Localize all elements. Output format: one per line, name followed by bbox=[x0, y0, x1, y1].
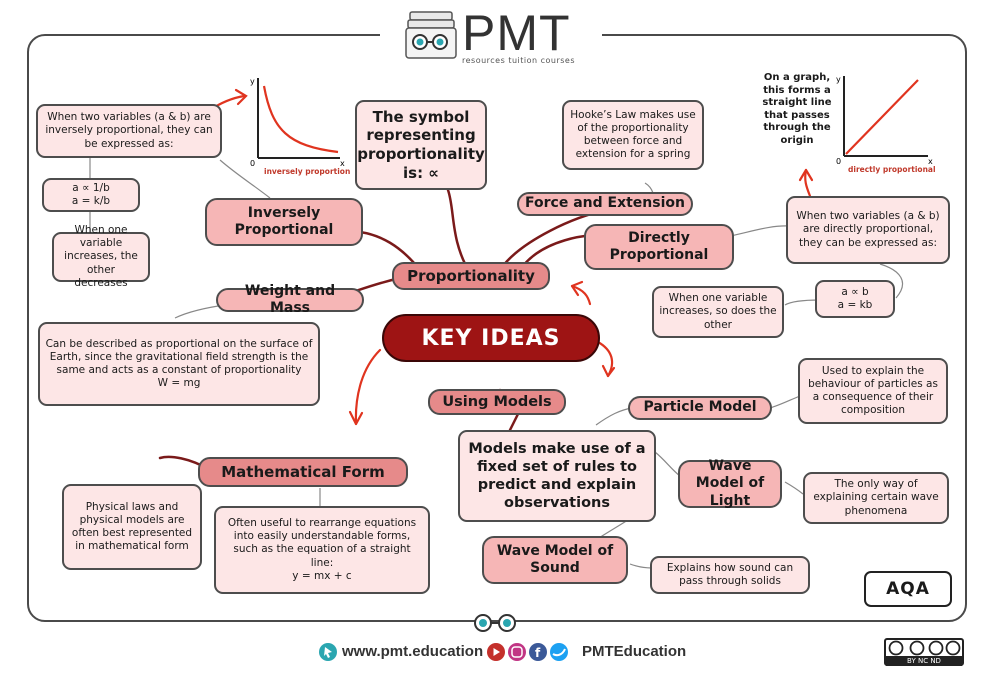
weight-equation: W = mg bbox=[157, 377, 201, 390]
cursor-icon bbox=[319, 643, 337, 661]
facebook-icon bbox=[529, 643, 547, 661]
wave-light-tag: Wave Model of Light bbox=[678, 458, 782, 509]
inverse-eq2: a = k/b bbox=[71, 195, 111, 207]
website-link[interactable]: www.pmt.education bbox=[342, 643, 484, 660]
math-laws-node: Physical laws and physical models are of… bbox=[62, 484, 202, 570]
math-rearrange-node: Often useful to rearrange equations into… bbox=[214, 506, 430, 594]
math-rearrange-text: Often useful to rearrange equations into… bbox=[227, 517, 417, 569]
inverse-tag: Inversely Proportional bbox=[205, 198, 363, 246]
math-equation: y = mx + c bbox=[292, 569, 352, 582]
inverse-effect-node: When one variable increases, the other d… bbox=[52, 224, 150, 289]
inverse-curve bbox=[262, 85, 339, 154]
inverse-equation-node: a ∝ 1/b a = k/b bbox=[42, 178, 140, 212]
social-handle[interactable]: PMTEducation bbox=[582, 643, 687, 660]
social-icons: f bbox=[487, 643, 568, 661]
svg-text:f: f bbox=[535, 646, 541, 660]
mathematical-form-branch: Mathematical Form bbox=[198, 457, 408, 487]
inverse-x-label: x bbox=[340, 159, 345, 168]
weight-desc-node: Can be described as proportional on the … bbox=[38, 322, 320, 406]
direct-effect-node: When one variable increases, so does the… bbox=[652, 286, 784, 338]
force-extension-tag: Force and Extension bbox=[517, 192, 693, 216]
inverse-y-label: y bbox=[250, 77, 255, 86]
direct-eq1: a ∝ b bbox=[841, 285, 869, 298]
cc-license-text: BY NC ND bbox=[886, 656, 962, 666]
instagram-icon bbox=[508, 643, 526, 661]
proportionality-branch: Proportionality bbox=[392, 262, 550, 290]
wave-light-desc-node: The only way of explaining certain wave … bbox=[803, 472, 949, 524]
models-desc-node: Models make use of a fixed set of rules … bbox=[458, 430, 656, 522]
particle-model-tag: Particle Model bbox=[628, 396, 772, 420]
direct-desc-node: When two variables (a & b) are directly … bbox=[786, 196, 950, 264]
direct-origin: 0 bbox=[836, 157, 841, 166]
twitter-icon bbox=[550, 643, 568, 661]
direct-tag: Directly Proportional bbox=[584, 224, 734, 270]
wave-sound-tag: Wave Model of Sound bbox=[482, 536, 628, 584]
aqa-badge: AQA bbox=[864, 571, 952, 607]
inverse-eq1: a ∝ 1/b bbox=[72, 181, 110, 194]
key-ideas-center: KEY IDEAS bbox=[382, 314, 600, 362]
direct-caption: directly proportional bbox=[848, 165, 936, 174]
pmt-logo bbox=[405, 11, 457, 59]
glasses-icon bbox=[474, 614, 516, 632]
brand-tagline: resources tuition courses bbox=[462, 56, 576, 65]
inverse-graph: y x 0 inversely proportional bbox=[250, 77, 350, 176]
link-symbol bbox=[446, 188, 472, 275]
direct-line bbox=[845, 79, 919, 155]
weight-mass-tag: Weight and Mass bbox=[216, 283, 364, 316]
direct-y-label: y bbox=[836, 75, 841, 84]
inverse-desc-node: When two variables (a & b) are inversely… bbox=[36, 104, 222, 158]
hooke-node: Hooke’s Law makes use of the proportiona… bbox=[562, 100, 704, 170]
direct-eq2: a = kb bbox=[837, 299, 873, 311]
inverse-origin: 0 bbox=[250, 159, 255, 168]
inverse-caption: inversely proportional bbox=[264, 167, 350, 176]
weight-desc: Can be described as proportional on the … bbox=[45, 337, 313, 376]
using-models-branch: Using Models bbox=[428, 389, 566, 415]
cc-license-badge: BY NC ND bbox=[884, 638, 964, 666]
wave-sound-desc-node: Explains how sound can pass through soli… bbox=[650, 556, 810, 594]
direct-graph-note: On a graph, this forms a straight line t… bbox=[762, 72, 832, 146]
direct-equation-node: a ∝ b a = kb bbox=[815, 280, 895, 318]
direct-x-label: x bbox=[928, 157, 933, 166]
brand-name: PMT bbox=[462, 5, 571, 61]
cc-icons bbox=[888, 640, 961, 656]
direct-graph: y x 0 directly proportional bbox=[836, 75, 936, 174]
particle-desc-node: Used to explain the behaviour of particl… bbox=[798, 358, 948, 424]
symbol-node: The symbol representing proportionality … bbox=[355, 100, 487, 190]
